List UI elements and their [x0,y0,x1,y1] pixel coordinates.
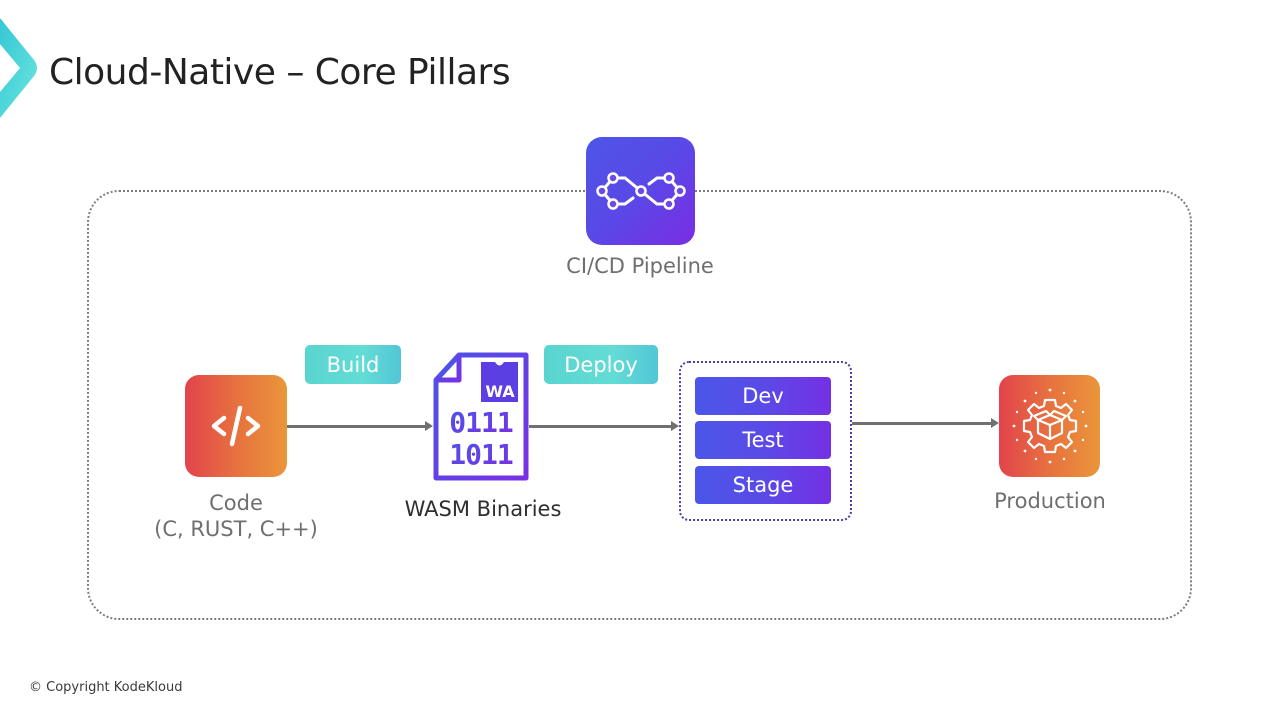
code-label: Code (C, RUST, C++) [136,490,336,542]
gear-package-icon [1012,388,1087,464]
arrow-code-to-wasm [287,421,433,431]
env-dev: Dev [695,377,831,415]
env-stage: Stage [695,466,831,504]
code-brackets-icon [211,405,261,447]
page-title: Cloud-Native – Core Pillars [49,52,511,93]
cicd-pipeline-label: CI/CD Pipeline [566,254,714,278]
wasm-binaries-label: WASM Binaries [404,497,562,521]
production-label: Production [994,489,1106,513]
build-tag: Build [305,345,401,384]
env-test: Test [695,421,831,459]
code-label-title: Code [209,491,263,515]
copyright-text: © Copyright KodeKloud [29,680,183,695]
deploy-tag: Deploy [544,345,658,384]
wasm-badge-text: WA [485,382,515,401]
infinity-loop-icon [595,172,686,210]
production-tile [999,375,1100,477]
code-label-languages: (C, RUST, C++) [154,517,318,541]
arrow-environments-to-production [852,418,999,428]
chevron-logo-icon [0,18,37,118]
wasm-binary-file-icon: WA 0111 1011 [433,352,529,481]
environments-group [679,361,852,521]
wasm-binary-row-1: 0111 [449,406,513,439]
wasm-binary-row-2: 1011 [449,438,513,471]
cicd-pipeline-tile [586,137,695,245]
arrow-wasm-to-environments [529,421,679,431]
code-tile [185,375,287,477]
